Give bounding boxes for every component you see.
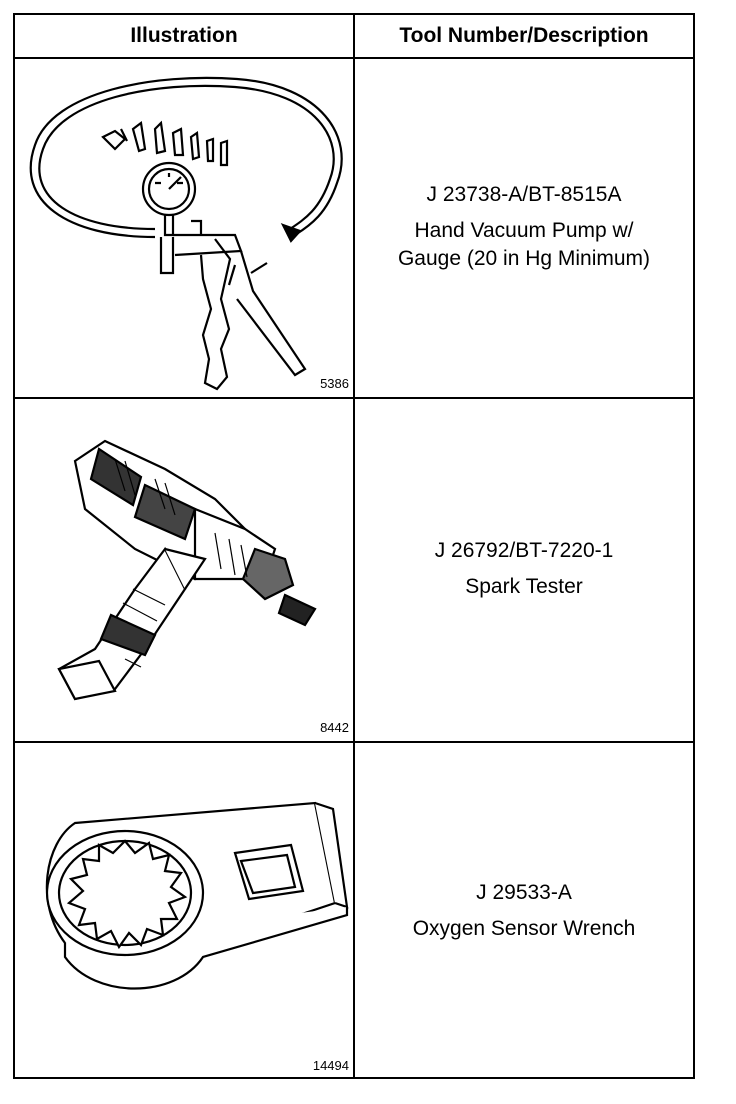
figure-number: 5386: [320, 376, 349, 391]
oxygen-sensor-wrench-icon: [45, 801, 349, 990]
tool-description-line: Spark Tester: [465, 575, 583, 598]
tool-number: J 23738-A/BT-8515A: [426, 183, 622, 206]
hand-vacuum-pump-icon: [29, 76, 343, 391]
figure-number: 14494: [312, 1058, 349, 1073]
tool-table: Illustration Tool Number/Description: [13, 13, 695, 1079]
table-row-description: J 26792/BT-7220-1 Spark Tester: [355, 537, 693, 601]
header-illustration: Illustration: [130, 24, 238, 47]
table-row-illustration: 5386: [15, 59, 353, 397]
spark-tester-icon: [57, 439, 317, 701]
table-row-illustration: 8442: [15, 399, 353, 741]
row-divider: [15, 741, 693, 743]
tool-description-line: Hand Vacuum Pump w/: [414, 219, 634, 242]
header-divider: [15, 57, 693, 59]
tool-number: J 29533-A: [476, 881, 572, 904]
tool-description-line: Gauge (20 in Hg Minimum): [397, 247, 651, 270]
tool-number: J 26792/BT-7220-1: [434, 539, 614, 562]
tool-description-line: Oxygen Sensor Wrench: [412, 917, 636, 940]
table-row-description: J 23738-A/BT-8515A Hand Vacuum Pump w/ G…: [355, 181, 693, 273]
figure-number: 8442: [320, 720, 349, 735]
row-divider: [15, 397, 693, 399]
table-row-description: J 29533-A Oxygen Sensor Wrench: [355, 879, 693, 943]
header-tool-description: Tool Number/Description: [399, 24, 649, 47]
column-divider: [353, 15, 355, 1077]
table-row-illustration: 14494: [15, 743, 353, 1079]
